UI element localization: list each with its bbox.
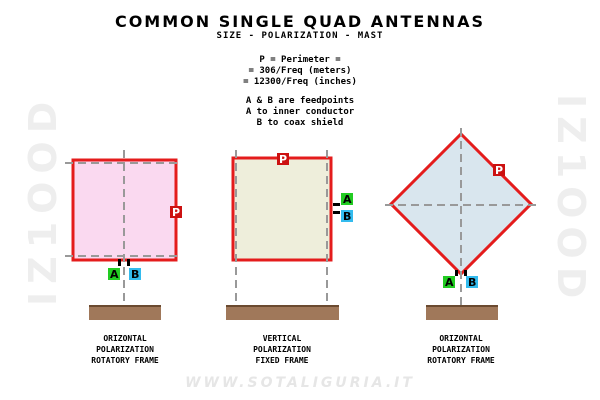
formula-line: = 306/Freq (meters) [248, 66, 352, 76]
formula-line: B to coax shield [256, 118, 344, 128]
feed-b-label: B [468, 276, 476, 289]
website-watermark: WWW.SOTALIGURIA.IT [185, 375, 415, 391]
diagram-subtitle: SIZE - POLARIZATION - MAST [216, 31, 384, 41]
formula-line: = 12300/Freq (inches) [243, 77, 357, 87]
formula-line: A to inner conductor [245, 107, 355, 117]
right-feed-a [443, 276, 455, 288]
diagram-title: COMMON SINGLE QUAD ANTENNAS [114, 12, 486, 31]
center-antenna: P A B [226, 150, 353, 320]
center-frame [231, 156, 333, 262]
caption-left: ORIZONTAL POLARIZATION ROTATORY FRAME [45, 333, 205, 366]
center-feed-a [341, 193, 353, 205]
feed-b-label: B [343, 210, 351, 223]
feed-a-label: A [445, 276, 454, 289]
caption-line: ORIZONTAL [439, 334, 483, 343]
caption-line: ROTATORY FRAME [427, 356, 495, 365]
feed-a-label: A [343, 193, 352, 206]
caption-center: VERTICAL POLARIZATION FIXED FRAME [202, 333, 362, 366]
p-label: P [279, 153, 287, 166]
caption-line: ORIZONTAL [103, 334, 147, 343]
caption-line: ROTATORY FRAME [91, 356, 159, 365]
caption-line: FIXED FRAME [255, 356, 309, 365]
right-antenna: P A B [385, 128, 541, 320]
left-feed-a [108, 268, 120, 280]
caption-line: POLARIZATION [432, 345, 490, 354]
caption-right: ORIZONTAL POLARIZATION ROTATORY FRAME [381, 333, 541, 366]
right-feed-b [466, 276, 478, 288]
center-p-marker [277, 153, 289, 165]
left-feed-b [129, 268, 141, 280]
caption-line: VERTICAL [262, 334, 302, 343]
caption-line: POLARIZATION [253, 345, 311, 354]
feed-a-label: A [110, 268, 119, 281]
right-p-marker [493, 164, 505, 176]
center-feed-b [341, 210, 353, 222]
watermark-text: IZ1OOD [549, 93, 593, 307]
left-antenna: P A B [65, 150, 182, 320]
p-label: P [172, 206, 180, 219]
center-ground [226, 306, 339, 320]
formula-line: A & B are feedpoints [245, 96, 355, 106]
feed-b-label: B [131, 268, 139, 281]
left-ground [89, 306, 161, 320]
caption-line: POLARIZATION [96, 345, 154, 354]
side-watermark-right: IZ1OOD [546, 50, 593, 350]
formula-line: P = Perimeter = [259, 55, 341, 65]
left-p-marker [170, 206, 182, 218]
right-ground [426, 306, 498, 320]
p-label: P [495, 164, 503, 177]
